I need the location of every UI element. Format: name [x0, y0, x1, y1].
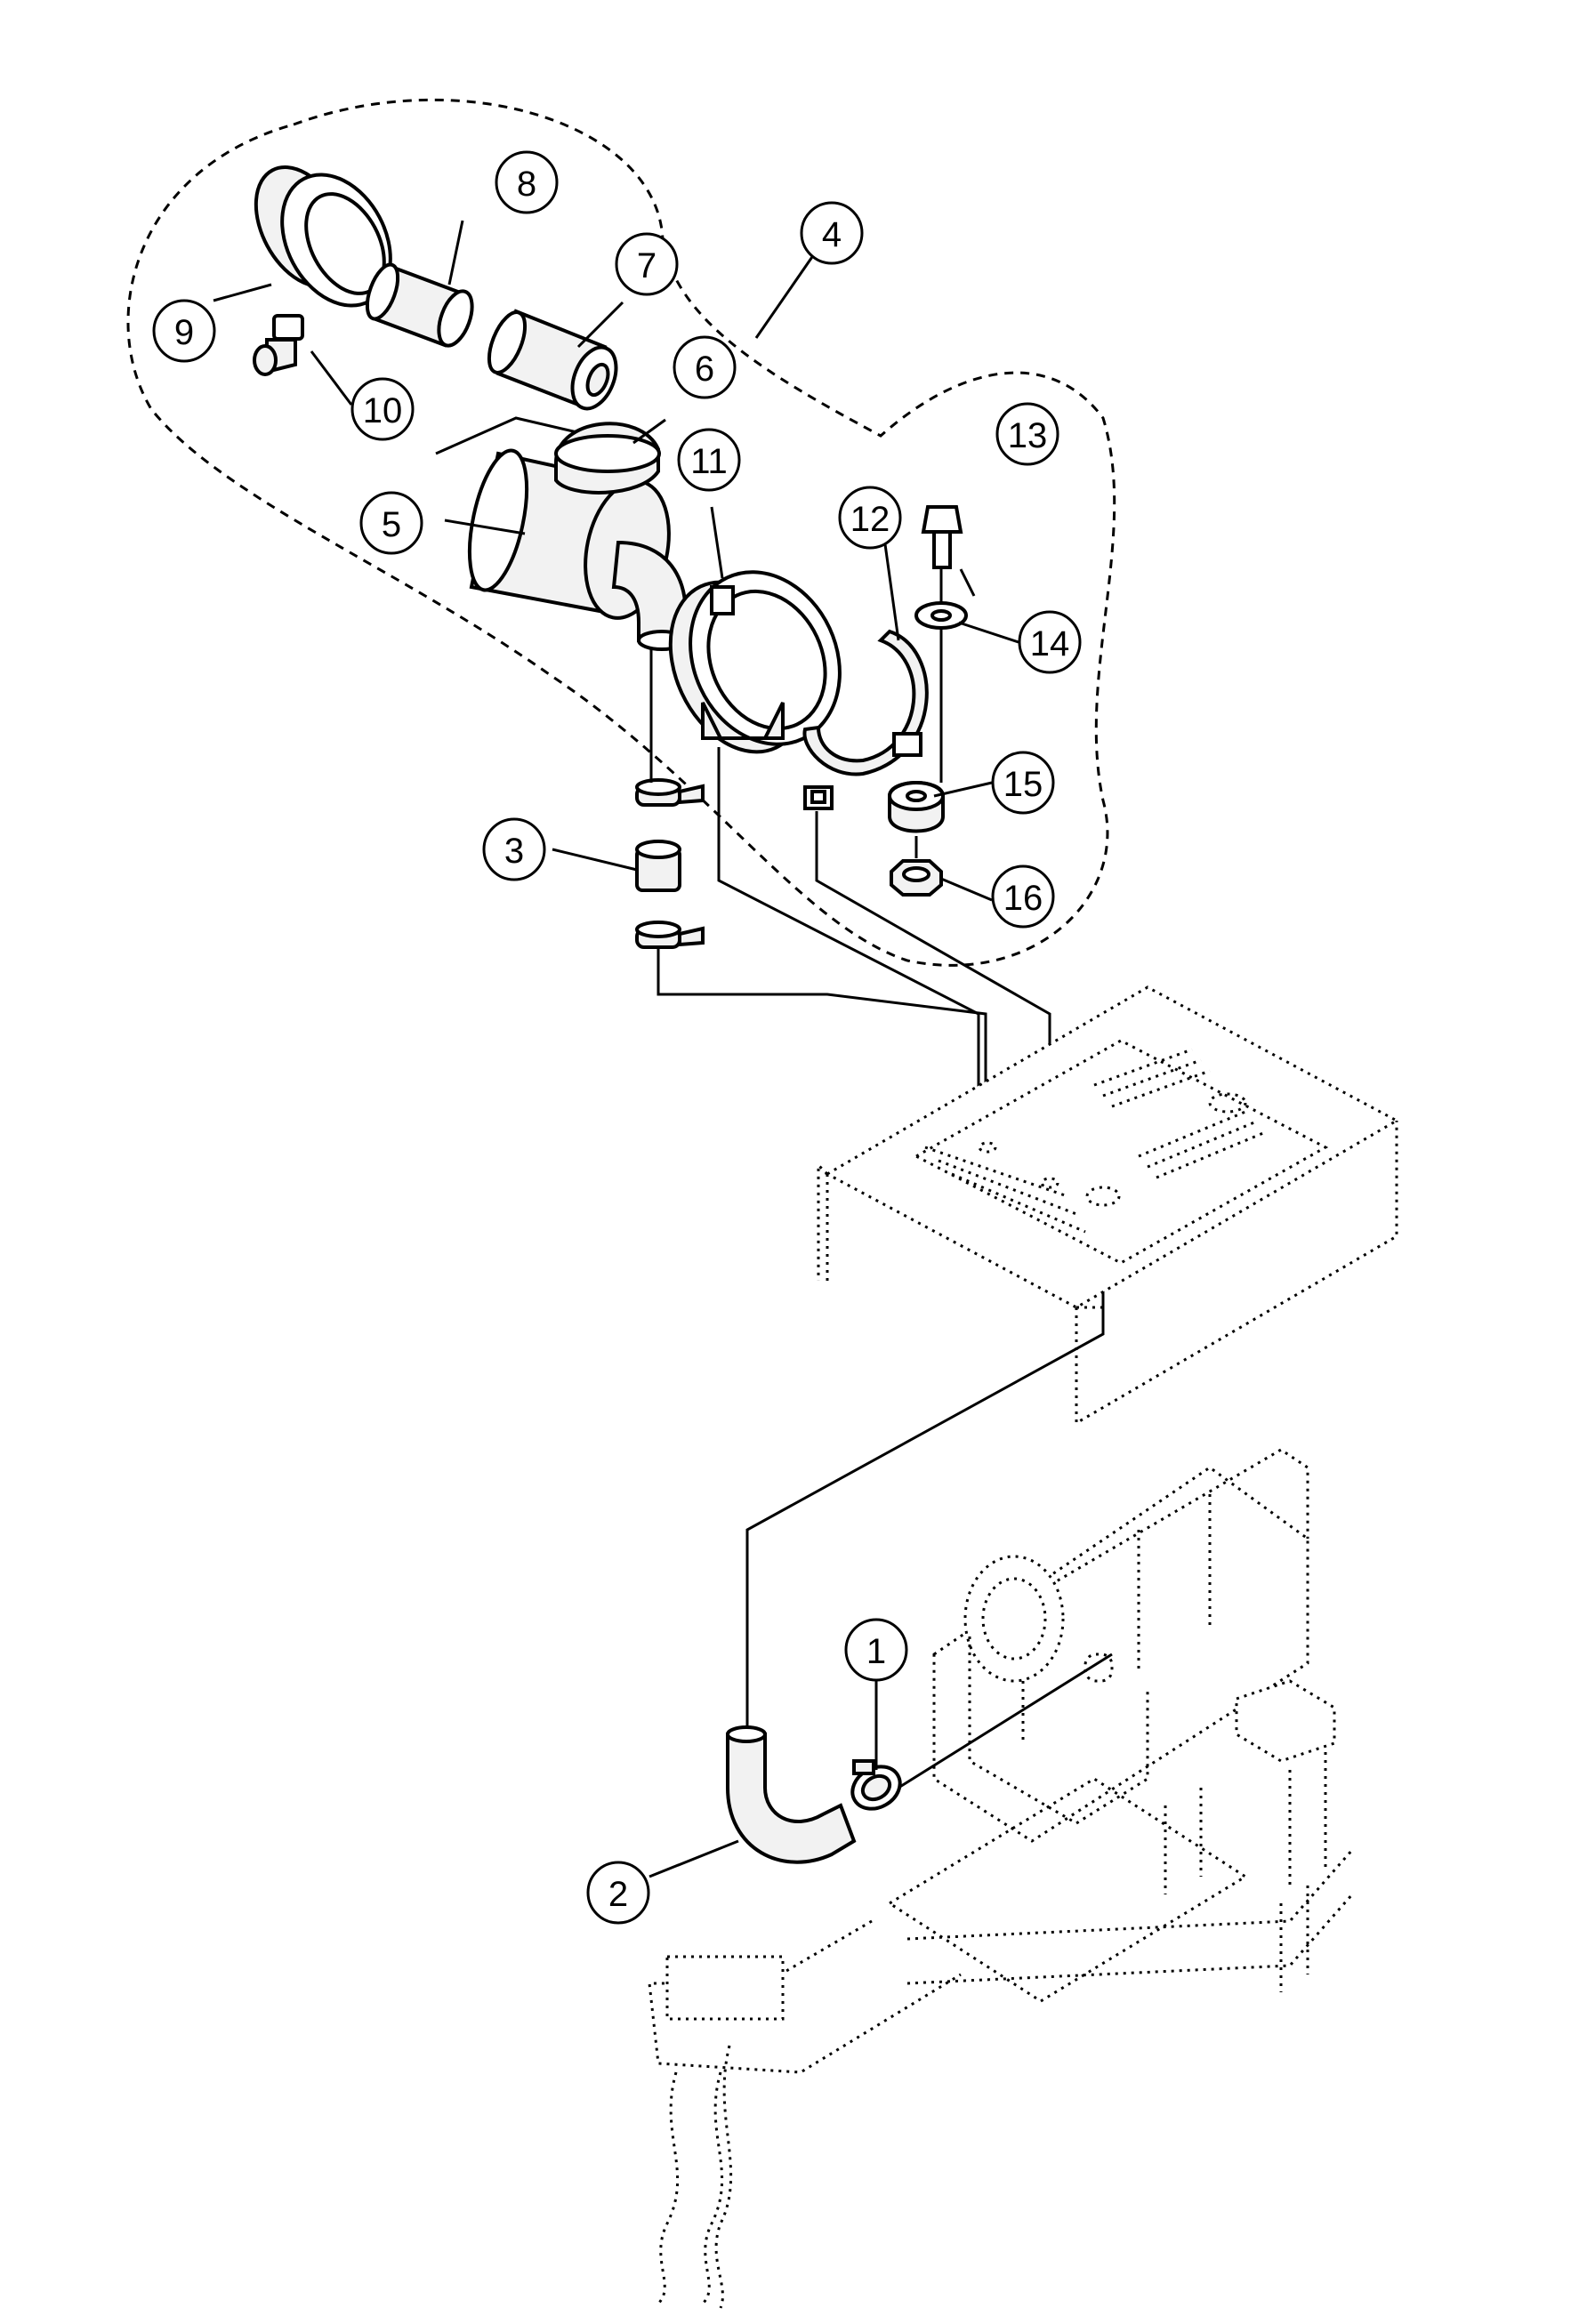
washer-part — [914, 601, 968, 630]
svg-text:8: 8 — [517, 165, 536, 204]
clamp-band-part — [668, 570, 842, 754]
callout-13: 13 — [995, 402, 1059, 466]
callout-9: 9 — [152, 299, 216, 363]
nut-part — [890, 859, 943, 897]
lock-washer-part — [888, 781, 945, 833]
callout-7: 7 — [615, 232, 679, 296]
callout-5: 5 — [359, 491, 423, 555]
svg-text:13: 13 — [1008, 416, 1048, 455]
callout-6: 6 — [673, 335, 737, 399]
mounting-panel-ghost — [817, 985, 1400, 1426]
svg-text:11: 11 — [690, 442, 728, 481]
svg-text:2: 2 — [608, 1875, 628, 1914]
outer-element-part — [487, 309, 618, 411]
saddle-part — [802, 629, 929, 810]
inner-element-part — [365, 262, 474, 348]
engine-assembly-ghost — [648, 1448, 1354, 2309]
callout-2: 2 — [586, 1861, 650, 1925]
callout-1: 1 — [844, 1618, 908, 1682]
svg-text:3: 3 — [504, 832, 524, 871]
cap-part — [554, 422, 661, 495]
svg-text:12: 12 — [850, 500, 890, 539]
hose-clamp-part — [850, 1759, 902, 1811]
svg-text:4: 4 — [822, 215, 842, 254]
svg-text:6: 6 — [695, 350, 714, 389]
filter-bowl-part — [254, 165, 392, 308]
callout-16: 16 — [991, 864, 1055, 929]
assembly-boundary — [126, 98, 1116, 967]
bolt-part — [921, 505, 963, 569]
callout-3: 3 — [482, 817, 546, 881]
svg-text:1: 1 — [866, 1632, 886, 1671]
callout-10: 10 — [350, 377, 415, 441]
callout-4: 4 — [800, 201, 864, 265]
callout-14: 14 — [1018, 610, 1082, 674]
svg-text:9: 9 — [174, 313, 194, 352]
elbow-hose-part — [726, 1725, 857, 1864]
coupling-part — [635, 778, 705, 949]
svg-text:7: 7 — [637, 246, 657, 285]
svg-text:16: 16 — [1003, 879, 1043, 918]
svg-text:5: 5 — [382, 505, 401, 544]
callout-8: 8 — [495, 150, 559, 214]
svg-text:10: 10 — [363, 391, 403, 430]
callout-12: 12 — [838, 486, 902, 550]
callout-11: 11 — [677, 428, 741, 492]
svg-text:15: 15 — [1003, 765, 1043, 804]
callout-15: 15 — [991, 751, 1055, 815]
svg-text:14: 14 — [1030, 624, 1070, 663]
dust-valve-part — [253, 314, 304, 376]
